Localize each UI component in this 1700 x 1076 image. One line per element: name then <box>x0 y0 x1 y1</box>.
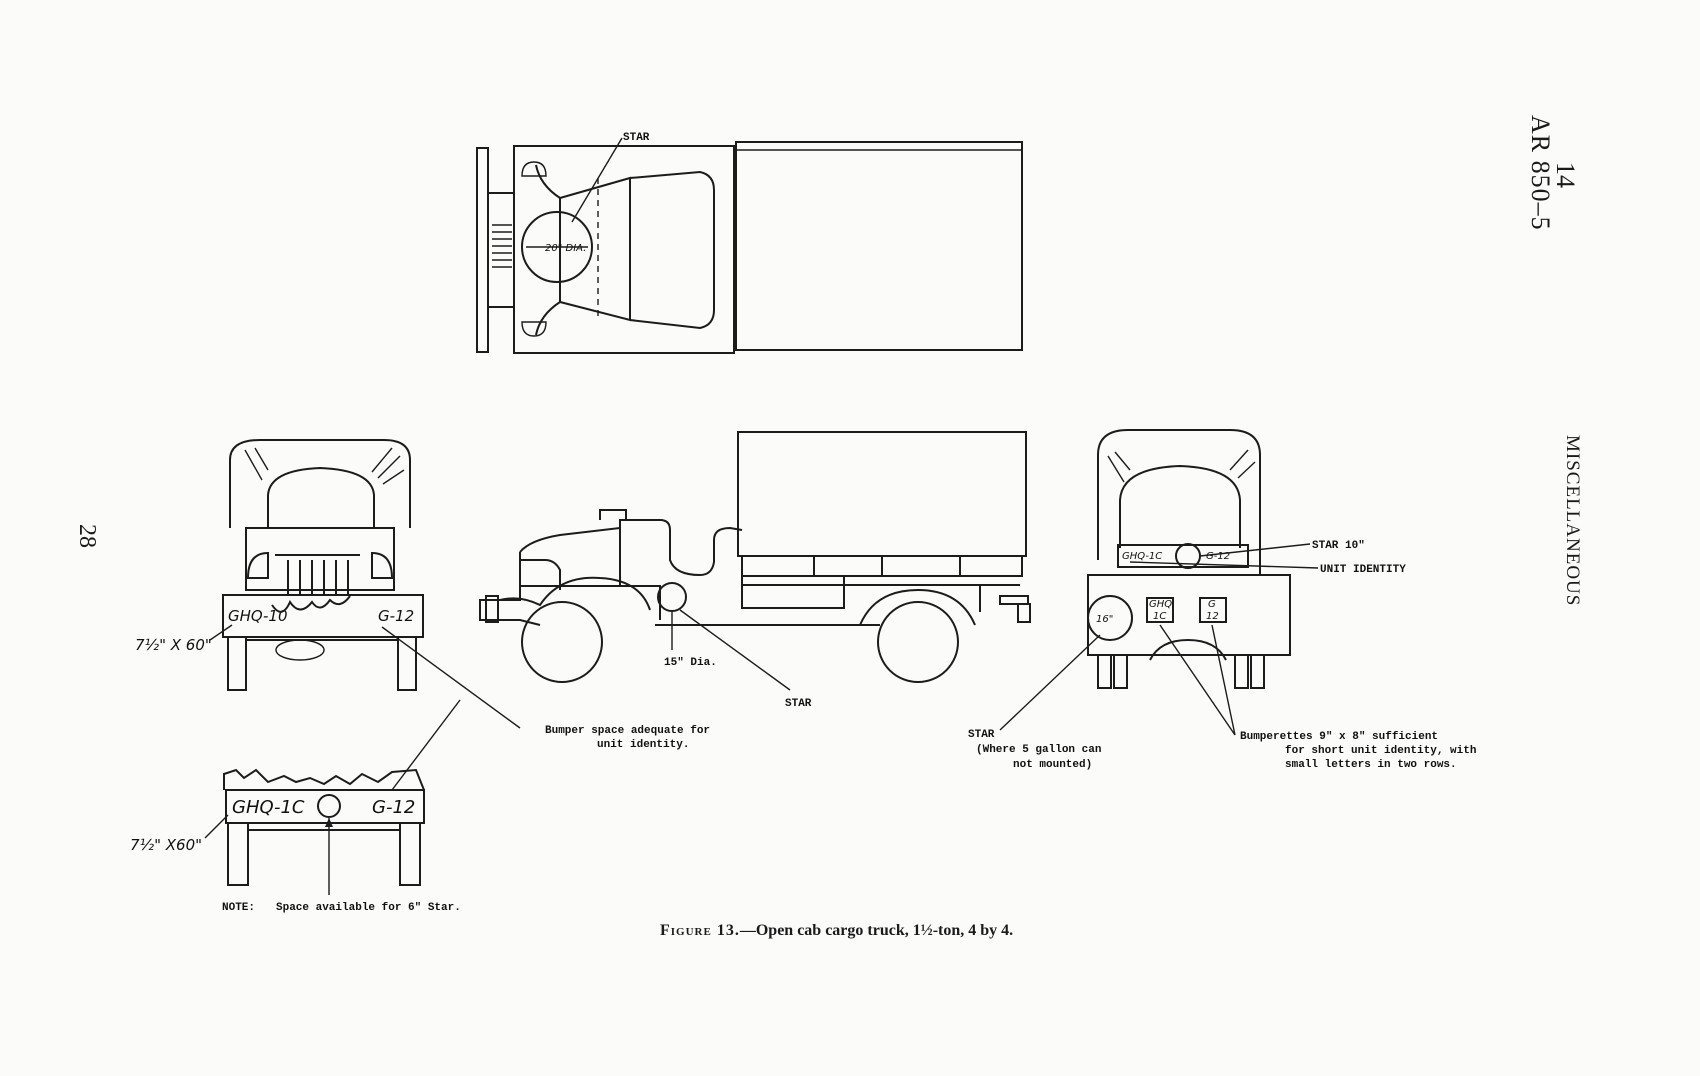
rear-unit-identity-leader <box>1129 561 1319 569</box>
rear-bumperette-leader-1 <box>1159 624 1236 736</box>
front-tow-chain <box>271 595 351 613</box>
side-front-hook <box>485 595 499 623</box>
side-star-label: STAR <box>785 698 812 710</box>
side-grille <box>520 559 561 590</box>
detail-leg-right <box>399 822 421 886</box>
note-bumper-space-line2: unit identity. <box>597 739 689 751</box>
rear-tailgate-left-text: GHQ-1C <box>1122 551 1162 562</box>
note-bumper-space-line1: Bumper space adequate for <box>545 725 710 737</box>
top-diameter-label: 20" DIA. <box>545 243 586 254</box>
front-canvas-top <box>229 439 411 528</box>
detail-leg-left <box>227 822 249 886</box>
front-tire-right <box>397 636 417 691</box>
front-size-leader <box>209 624 233 641</box>
detail-bumper-note-leader <box>391 699 461 791</box>
side-canvas-cover <box>737 431 1027 557</box>
rear-spare-star-leader <box>999 634 1101 731</box>
rear-tailgate-right-text: G-12 <box>1206 551 1230 562</box>
side-front-wheel <box>521 601 603 683</box>
top-cargo-bed <box>735 141 1023 351</box>
front-bumper-left-text: GHQ-10 <box>228 607 288 625</box>
rear-canvas-opening <box>1119 464 1241 548</box>
rear-bumperette-right <box>1199 597 1227 623</box>
note-rear-star-line3: not mounted) <box>1013 759 1092 771</box>
front-radiator <box>245 527 395 591</box>
detail-star-circle <box>317 794 341 818</box>
side-rear-wheel <box>877 601 959 683</box>
side-star-circle <box>657 582 687 612</box>
top-fender-left <box>521 161 547 177</box>
side-hood-cab <box>519 519 743 577</box>
front-size-label: 7½" X 60" <box>135 636 212 654</box>
top-fender-right <box>521 321 547 337</box>
side-mirror <box>599 509 627 520</box>
rear-bumperette-left-bottom: 1C <box>1153 611 1166 622</box>
rear-star10-label: STAR 10" <box>1312 540 1365 552</box>
front-tire-left <box>227 636 247 691</box>
figure-caption: Figure 13.—Open cab cargo truck, 1½-ton,… <box>660 922 1013 940</box>
rear-body <box>1087 574 1291 656</box>
figure-label: Figure 13. <box>660 922 740 939</box>
note-rear-star-line1: STAR <box>968 729 995 741</box>
front-windshield <box>267 466 375 528</box>
rear-spare-star-circle <box>1087 595 1133 641</box>
note-six-inch-star: Space available for 6" Star. <box>276 902 461 914</box>
top-star-leader <box>571 137 623 223</box>
note-rear-star-line2: (Where 5 gallon can <box>976 744 1101 756</box>
rear-canvas-top <box>1097 429 1261 575</box>
front-bumper-right-text: G-12 <box>378 607 414 625</box>
note-bumperettes-line2: for short unit identity, with <box>1285 745 1476 757</box>
detail-torn-edge <box>223 768 425 791</box>
detail-size-label: 7½" X60" <box>130 836 202 854</box>
rear-unit-identity-label: UNIT IDENTITY <box>1320 564 1406 576</box>
note-bumperettes-line1: Bumperettes 9" x 8" sufficient <box>1240 731 1438 743</box>
top-grille-block <box>487 192 515 308</box>
rear-bumperette-left-top: GHQ <box>1149 599 1172 610</box>
bumper-detail-view: GHQ-1C G-12 7½" X60" <box>130 699 461 895</box>
detail-bumper-left-text: GHQ-1C <box>232 797 305 818</box>
rear-bumperette-left <box>1146 597 1174 623</box>
note-bumperettes-line3: small letters in two rows. <box>1285 759 1457 771</box>
side-star-leader <box>679 609 791 691</box>
front-axle <box>275 639 325 661</box>
side-view: 15" Dia. STAR <box>479 431 1031 710</box>
note-six-inch-star-prefix: NOTE: <box>222 902 255 914</box>
top-star-circle <box>521 211 593 283</box>
detail-bumper-right-text: G-12 <box>372 797 415 818</box>
detail-bumper <box>225 789 425 824</box>
front-view: GHQ-10 G-12 7½" X 60" <box>135 439 521 729</box>
top-seat <box>629 170 715 330</box>
figure-text: —Open cab cargo truck, 1½-ton, 4 by 4. <box>739 922 1014 939</box>
top-view: 20" DIA. STAR <box>476 132 1023 354</box>
front-headlamp-left <box>246 551 269 579</box>
rear-dual-tires <box>1097 654 1265 689</box>
front-bumper <box>222 594 424 638</box>
front-bumper-note-leader <box>381 626 521 729</box>
rear-view: GHQ-1C G-12 16" GHQ 1C G 12 STAR 10" UNI… <box>999 429 1406 736</box>
annotation-notes: Bumper space adequate for unit identity.… <box>222 725 1476 914</box>
top-front-bumper <box>476 147 489 353</box>
side-star-diameter-label: 15" Dia. <box>664 657 717 669</box>
rear-spare-star-label: 16" <box>1096 614 1113 625</box>
side-bumper <box>479 552 541 626</box>
rear-bumperette-right-top: G <box>1208 599 1216 610</box>
rear-star10-leader <box>1199 543 1311 557</box>
detail-size-leader <box>204 814 229 839</box>
rear-bumperette-right-bottom: 12 <box>1206 611 1219 622</box>
rear-bumperette-leader-2 <box>1211 624 1236 736</box>
top-star-label: STAR <box>623 132 650 144</box>
front-headlamp-right <box>371 551 394 579</box>
side-bed-panel <box>741 575 845 609</box>
